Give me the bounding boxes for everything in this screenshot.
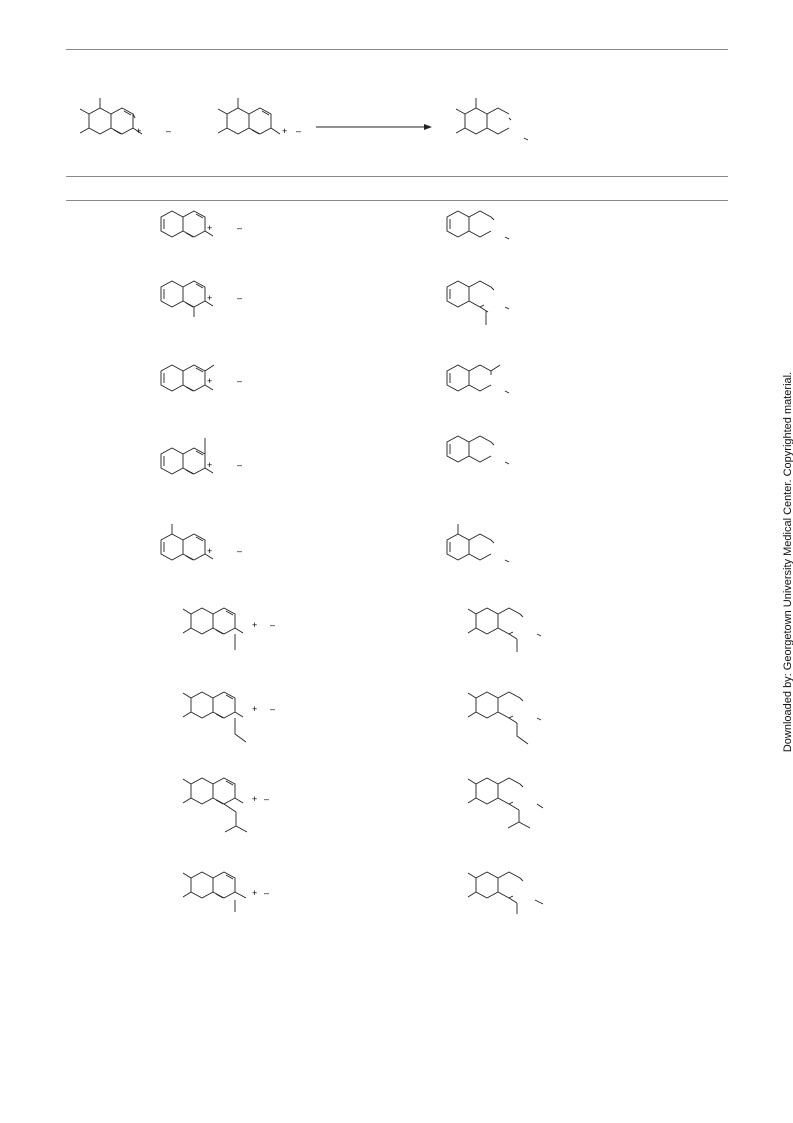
product-row-2 xyxy=(446,280,510,325)
product-row-4 xyxy=(446,435,510,465)
general-reactant-1: + – xyxy=(79,98,171,136)
reactant-row-5: + – xyxy=(160,524,242,561)
svg-text:+: + xyxy=(207,460,212,470)
reactant-row-8: + – xyxy=(182,777,269,833)
svg-text:–: – xyxy=(270,620,275,630)
product-row-8 xyxy=(467,777,544,829)
product-row-1 xyxy=(446,210,510,240)
svg-text:–: – xyxy=(296,126,301,136)
svg-text:–: – xyxy=(237,376,242,386)
reactant-row-4: + – xyxy=(160,438,242,475)
product-row-9 xyxy=(467,871,544,914)
svg-text:–: – xyxy=(264,794,269,804)
svg-text:–: – xyxy=(270,704,275,714)
reaction-arrow xyxy=(316,124,432,130)
svg-text:–: – xyxy=(237,223,242,233)
reactant-row-3: + – xyxy=(160,364,242,392)
reactant-row-1: + – xyxy=(160,210,242,238)
svg-text:+: + xyxy=(282,126,287,136)
svg-text:+: + xyxy=(207,546,212,556)
reactant-row-9: + – xyxy=(182,871,269,912)
svg-text:+: + xyxy=(252,704,257,714)
reactant-row-2: + – xyxy=(160,280,242,317)
reactant-row-6: + – xyxy=(182,607,275,650)
product-row-6 xyxy=(467,607,542,652)
svg-text:–: – xyxy=(237,546,242,556)
general-reactant-2: + – xyxy=(217,98,301,136)
svg-text:+: + xyxy=(252,794,257,804)
header-rule-lower xyxy=(66,200,728,201)
top-rule xyxy=(66,49,728,50)
general-product xyxy=(455,98,529,141)
svg-text:–: – xyxy=(237,460,242,470)
svg-text:+: + xyxy=(207,223,212,233)
header-rule-upper xyxy=(66,176,728,177)
svg-text:–: – xyxy=(264,888,269,898)
download-watermark: Downloaded by: Georgetown University Med… xyxy=(782,371,793,753)
general-reaction-scheme: + – + – xyxy=(79,98,529,141)
svg-text:+: + xyxy=(136,126,141,136)
svg-text:–: – xyxy=(166,126,171,136)
product-row-3 xyxy=(446,364,510,394)
svg-text:–: – xyxy=(237,293,242,303)
reactant-row-7: + – xyxy=(182,691,275,743)
svg-text:+: + xyxy=(207,376,212,386)
svg-text:+: + xyxy=(252,620,257,630)
product-row-5 xyxy=(446,524,510,563)
svg-text:+: + xyxy=(252,888,257,898)
svg-text:+: + xyxy=(207,293,212,303)
product-row-7 xyxy=(467,691,542,745)
